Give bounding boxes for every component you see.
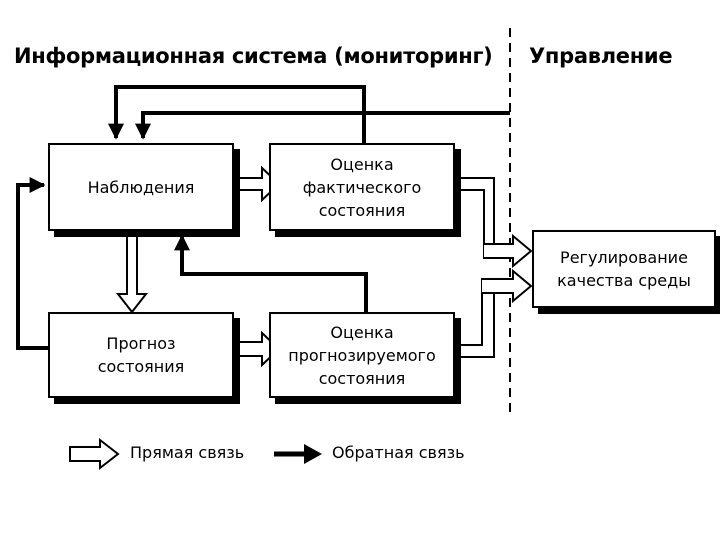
observation-label: Наблюдения	[87, 177, 195, 197]
regulation-line-2: качества среды	[557, 271, 691, 290]
legend-feedback-label: Обратная связь	[332, 443, 465, 462]
direct-arrow-observation-to-forecast	[115, 230, 149, 314]
feedback-arrow-forecast-to-observation	[16, 177, 48, 350]
forecast-state-evaluation-box: Оценка прогнозируемого состояния	[269, 312, 455, 398]
legend-direct-label: Прямая связь	[130, 443, 245, 462]
management-title: Управление	[529, 44, 673, 68]
actual-evaluation-line-3: состояния	[318, 200, 406, 220]
forecast-evaluation-line-1: Оценка	[330, 322, 394, 342]
information-system-title: Информационная система (мониторинг)	[14, 44, 493, 68]
state-forecast-box: Прогноз состояния	[48, 312, 234, 398]
feedback-arrow-eval-forecast-to-observation	[174, 234, 368, 312]
actual-evaluation-line-2: фактического	[302, 177, 422, 197]
legend-direct-arrow	[69, 437, 120, 471]
legend-feedback-arrowhead	[304, 444, 322, 464]
feedback-arrow-management-to-observation	[135, 111, 510, 140]
actual-state-evaluation-box: Оценка фактического состояния	[269, 143, 455, 231]
forecast-evaluation-line-2: прогнозируемого	[288, 345, 436, 365]
forecast-line-1: Прогноз	[106, 334, 176, 353]
regulation-line-1: Регулирование	[560, 248, 688, 267]
actual-evaluation-line-1: Оценка	[330, 154, 394, 174]
direct-arrow-eval-forecast-to-regulation	[455, 268, 533, 358]
observation-box: Наблюдения	[48, 143, 234, 231]
forecast-line-2: состояния	[97, 357, 185, 376]
direct-arrow-eval-actual-to-regulation	[455, 177, 533, 269]
forecast-evaluation-line-3: состояния	[318, 368, 406, 388]
environment-quality-regulation-box: Регулирование качества среды	[532, 230, 716, 308]
